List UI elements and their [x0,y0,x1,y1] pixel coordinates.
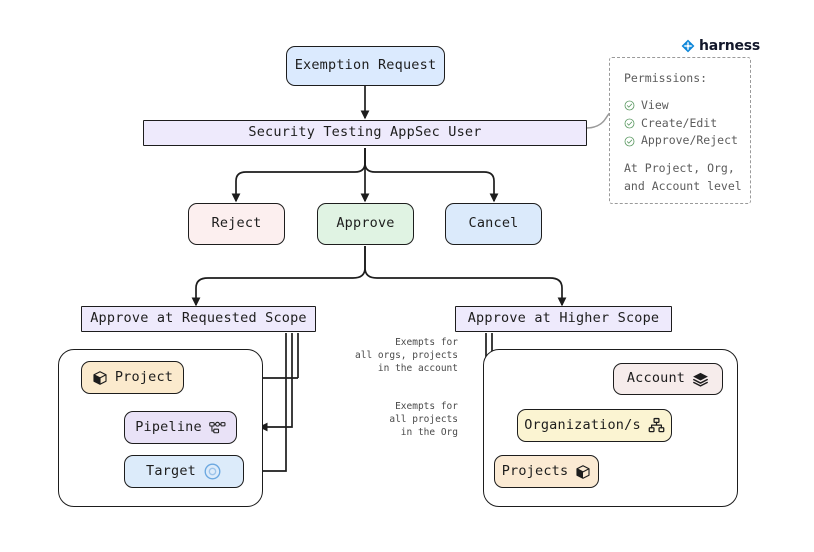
node-target[interactable]: Target [124,455,244,488]
node-label: Projects [501,462,569,479]
node-label: Security Testing AppSec User [248,124,482,141]
node-account[interactable]: Account [613,363,723,395]
node-appsec-user[interactable]: Security Testing AppSec User [143,120,587,146]
node-reject[interactable]: Reject [188,203,285,245]
node-approve-higher-scope[interactable]: Approve at Higher Scope [455,306,672,332]
annotation-account-exempts: Exempts for all orgs, projects in the ac… [355,337,458,374]
permission-item-view: View [624,97,736,115]
node-approve[interactable]: Approve [317,203,414,245]
permissions-title: Permissions: [624,71,708,85]
node-label: Approve at Requested Scope [90,310,307,327]
permission-label: View [641,97,669,112]
node-exemption-request[interactable]: Exemption Request [286,46,445,86]
permission-label: Create/Edit [641,115,718,130]
permissions-list: View Create/Edit Approve [624,97,738,150]
node-cancel[interactable]: Cancel [445,203,542,245]
node-projects[interactable]: Projects [494,455,599,488]
node-pipeline[interactable]: Pipeline [124,411,237,444]
permission-label: Approve/Reject [641,133,738,148]
permissions-footer: At Project, Org, and Account level [624,161,742,194]
node-label: Project [114,368,174,385]
annotation-org-exempts: Exempts for all projects in the Org [389,401,458,438]
node-label: Reject [211,215,262,232]
permission-item-approve-reject: Approve/Reject [624,132,738,150]
node-project[interactable]: Project [81,361,184,394]
harness-diamond-icon [681,39,695,53]
brand-name: harness [699,38,761,54]
check-circle-icon [624,100,635,111]
permissions-callout: Permissions: View Create/E [609,57,751,204]
check-circle-icon [624,118,635,129]
target-circles-icon [203,462,222,481]
harness-brand: harness [681,38,760,54]
pipeline-nodes-icon [209,420,226,435]
node-label: Pipeline [135,418,202,435]
node-label: Exemption Request [294,57,437,74]
layers-icon [692,371,709,388]
cube-icon [575,464,591,480]
node-label: Approve [336,215,395,232]
org-chart-icon [648,417,665,434]
node-label: Account [626,370,686,387]
node-organizations[interactable]: Organization/s [517,409,672,442]
cube-icon [92,370,108,386]
node-label: Organization/s [524,416,641,433]
node-approve-requested-scope[interactable]: Approve at Requested Scope [81,306,316,332]
node-label: Cancel [468,215,519,232]
permission-item-create-edit: Create/Edit [624,115,736,133]
check-circle-icon [624,136,635,147]
node-label: Target [146,462,196,479]
node-label: Approve at Higher Scope [467,310,660,327]
